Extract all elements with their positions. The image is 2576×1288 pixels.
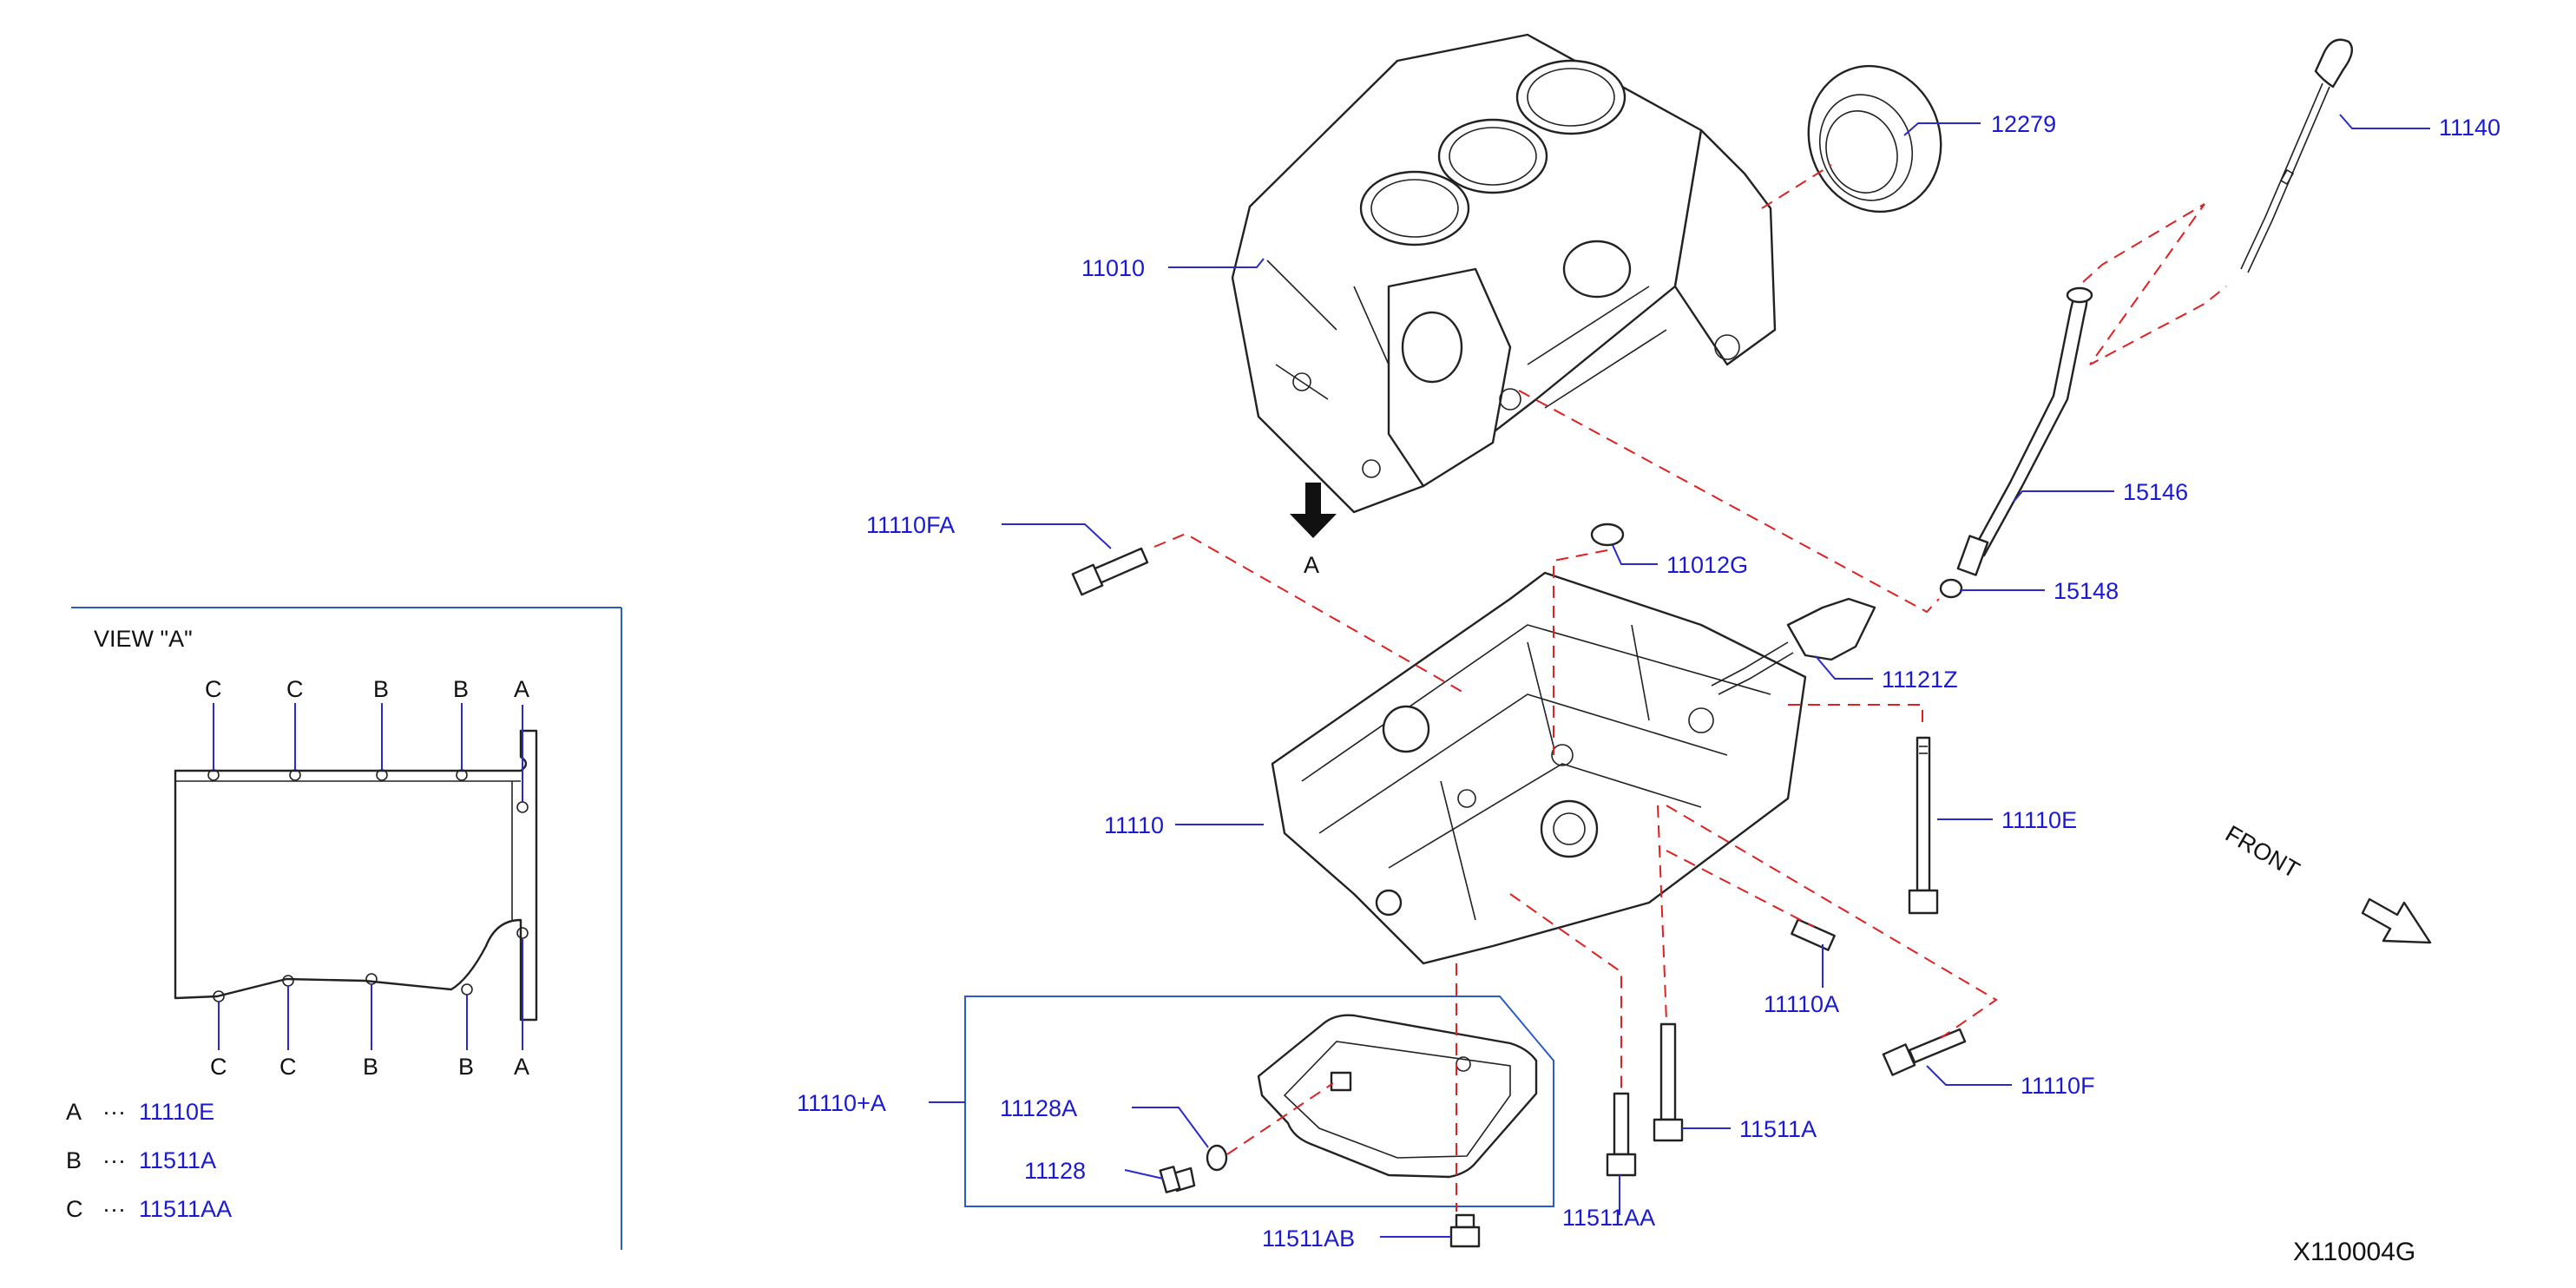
legend-part-c[interactable]: 11511AA: [139, 1196, 232, 1222]
part-label-11110f[interactable]: 11110F: [2021, 1073, 2095, 1099]
bolt-11511ab-drawing: [1449, 1213, 1481, 1248]
svg-text:···: ···: [102, 1099, 126, 1125]
view-a-panel: VIEW "A": [66, 607, 622, 1250]
top-marker-5: A: [514, 676, 529, 702]
legend-part-b[interactable]: 11511A: [139, 1147, 216, 1173]
legend-part-a[interactable]: 11110E: [139, 1099, 214, 1125]
bolt-11511aa-drawing: [1606, 1092, 1637, 1177]
part-label-11128[interactable]: 11128: [1024, 1158, 1086, 1184]
view-a-legend: A ··· 11110E B ··· 11511A C ··· 11511AA: [66, 1099, 232, 1222]
oil-level-gauge-drawing: [2240, 38, 2354, 273]
bottom-marker-3: B: [363, 1054, 378, 1080]
bottom-marker-1: C: [210, 1054, 227, 1080]
part-label-11110a[interactable]: 11110A: [1764, 991, 1839, 1017]
bottom-marker-2: C: [279, 1054, 297, 1080]
oil-pan-drawing: [1257, 1014, 1538, 1179]
top-marker-2: C: [286, 676, 304, 702]
bolt-11110fa-drawing: [1071, 547, 1149, 596]
part-label-11140[interactable]: 11140: [2439, 115, 2500, 141]
part-label-11110plusa[interactable]: 11110+A: [797, 1090, 886, 1116]
front-label: FRONT: [2221, 820, 2304, 883]
drain-plug-drawing: [1159, 1166, 1196, 1193]
stud-11110a-drawing: [1791, 918, 1836, 951]
svg-text:···: ···: [102, 1147, 126, 1173]
legend-key-a: A: [66, 1099, 82, 1125]
part-label-11010[interactable]: 11010: [1081, 255, 1145, 281]
part-label-11110e[interactable]: 11110E: [2001, 807, 2077, 833]
tube-seal-drawing: [1939, 578, 1963, 599]
top-marker-3: B: [373, 676, 389, 702]
plug-drawing: [1590, 522, 1625, 547]
part-label-11110[interactable]: 11110: [1104, 812, 1164, 838]
front-indicator: FRONT: [2221, 820, 2432, 944]
legend-key-c: C: [66, 1196, 83, 1222]
view-arrow-label: A: [1304, 552, 1319, 578]
leader-lines: [1002, 114, 2430, 1238]
part-label-11511a[interactable]: 11511A: [1739, 1116, 1817, 1142]
part-label-11012g[interactable]: 11012G: [1666, 552, 1748, 578]
rear-oil-seal-drawing: [1807, 64, 1942, 214]
part-label-11511ab[interactable]: 11511AB: [1262, 1226, 1355, 1252]
svg-text:···: ···: [102, 1196, 126, 1222]
part-label-11128a[interactable]: 11128A: [1000, 1095, 1077, 1121]
lower-cylinder-block-drawing: [1271, 571, 1807, 965]
part-label-11110fa[interactable]: 11110FA: [866, 512, 955, 538]
front-arrow-icon: [2361, 897, 2432, 944]
oil-strainer-drawing: [1711, 597, 1876, 695]
bolt-11110e-drawing: [1908, 736, 1939, 915]
top-marker-4: B: [453, 676, 469, 702]
part-labels: 12279 11140 11010 15146 11110FA 11012G 1…: [797, 111, 2500, 1252]
bottom-marker-4: B: [458, 1054, 474, 1080]
oil-pan-box: [929, 996, 1554, 1207]
bolt-11110f-drawing: [1882, 1028, 1967, 1076]
drain-washer-drawing: [1206, 1144, 1228, 1172]
view-a-title: VIEW "A": [94, 626, 193, 652]
bolt-11511a-drawing: [1653, 1022, 1684, 1142]
part-label-11511aa[interactable]: 11511AA: [1562, 1205, 1655, 1231]
part-label-11121z[interactable]: 11121Z: [1882, 667, 1958, 693]
legend-key-b: B: [66, 1147, 82, 1173]
view-arrow: A: [1290, 483, 1337, 578]
bottom-marker-5: A: [514, 1054, 529, 1080]
connection-lines: [1153, 164, 2227, 1212]
top-marker-1: C: [205, 676, 222, 702]
part-label-15148[interactable]: 15148: [2054, 578, 2119, 604]
part-label-15146[interactable]: 15146: [2123, 479, 2188, 505]
view-a-pan-outline: [174, 729, 538, 1022]
diagram-code: X110004G: [2293, 1238, 2415, 1266]
part-label-12279[interactable]: 12279: [1991, 111, 2056, 137]
oil-level-tube-drawing: [1956, 286, 2093, 576]
cylinder-block-drawing: [1231, 33, 1777, 514]
